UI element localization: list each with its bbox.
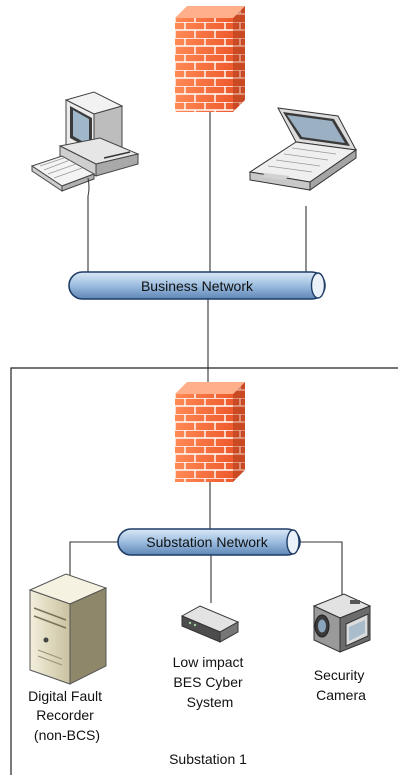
- connection-lines: [69, 112, 343, 603]
- substation-zone-label: Substation 1: [169, 751, 247, 767]
- network-device-icon: [180, 605, 240, 643]
- dfr-label: Digital Fault Recorder (non-BCS): [28, 688, 106, 743]
- link-substation-camera: [300, 541, 343, 596]
- firewall-icon: [175, 382, 245, 482]
- substation-network-pipe: Substation Network: [117, 528, 301, 556]
- firewall-icon: [175, 6, 245, 112]
- business-network-label: Business Network: [141, 278, 254, 294]
- link-substation-dfr: [69, 541, 120, 576]
- bes-cyber-system-label: Low impact BES Cyber System: [173, 654, 248, 710]
- substation-zone-boundary: [10, 367, 398, 775]
- security-camera-icon: [312, 593, 372, 653]
- security-camera-label: Security Camera: [314, 667, 368, 703]
- substation-network-label: Substation Network: [146, 534, 268, 550]
- business-network-pipe: Business Network: [68, 271, 326, 300]
- desktop-computer-icon: [30, 91, 140, 197]
- server-tower-icon: [28, 573, 108, 685]
- laptop-icon: [248, 107, 358, 191]
